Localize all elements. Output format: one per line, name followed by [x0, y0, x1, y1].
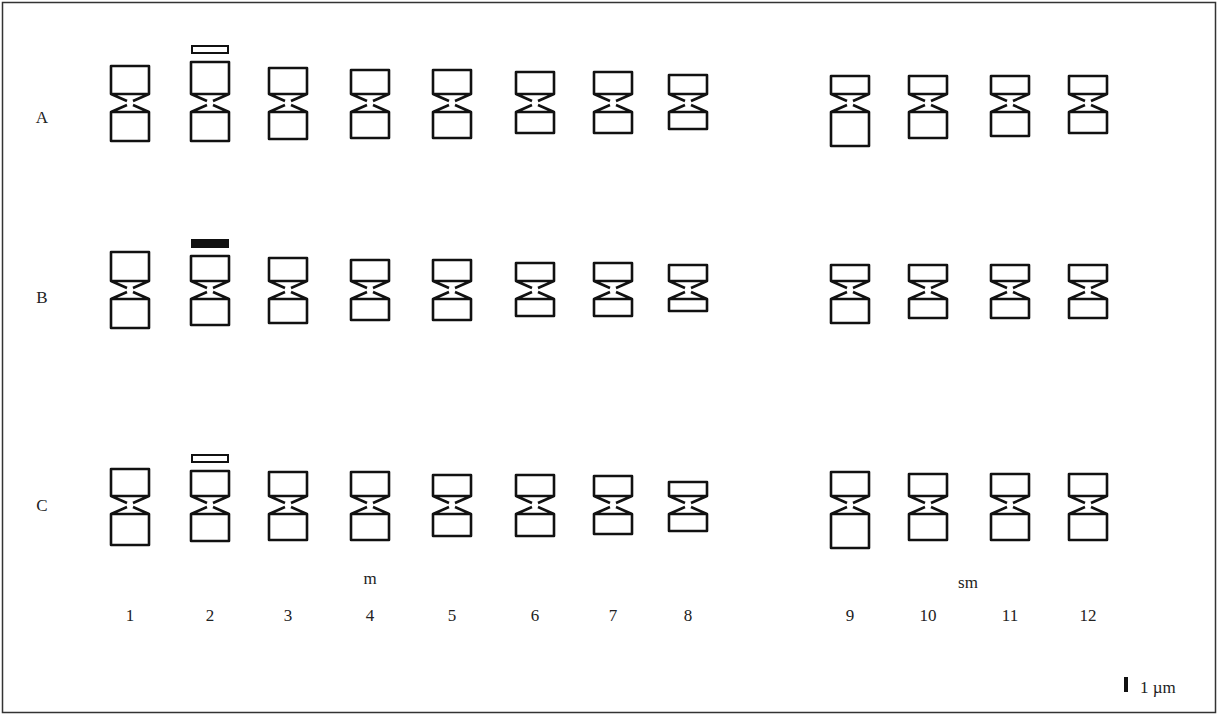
chromosome — [269, 68, 307, 139]
chromosome-number: 7 — [609, 607, 618, 624]
chromosome — [351, 70, 389, 138]
chromosome — [111, 469, 149, 545]
chromosome-number: 12 — [1080, 607, 1097, 624]
chromosome — [111, 66, 149, 141]
chromosome — [433, 475, 471, 536]
chromosome — [991, 474, 1029, 540]
chromosome-set — [111, 46, 1107, 548]
chromosome — [269, 258, 307, 323]
row-label: B — [36, 289, 47, 306]
chromosome — [191, 62, 229, 141]
chromosome-number: 3 — [284, 607, 293, 624]
satellite — [192, 455, 228, 462]
chromosome — [669, 482, 707, 531]
chromosome — [909, 76, 947, 138]
chromosome-number: 2 — [206, 607, 215, 624]
chromosome-number: 4 — [366, 607, 375, 624]
chromosome — [909, 265, 947, 318]
satellite — [192, 46, 228, 53]
chromosome — [433, 70, 471, 138]
chromosome — [516, 475, 554, 536]
chromosome-number: 9 — [846, 607, 855, 624]
chromosome — [991, 265, 1029, 318]
chromosome — [516, 263, 554, 316]
chromosome — [669, 265, 707, 311]
row-label: A — [36, 109, 48, 126]
row-label: C — [36, 497, 47, 514]
chromosome-number: 10 — [920, 607, 937, 624]
chromosome — [909, 474, 947, 540]
chromosome — [269, 472, 307, 540]
chromosome — [1069, 76, 1107, 133]
chromosome — [1069, 265, 1107, 318]
chromosome — [351, 472, 389, 540]
chromosome — [594, 263, 632, 316]
chromosome — [831, 76, 869, 146]
scale-label: 1 µm — [1140, 679, 1176, 696]
chromosome — [669, 75, 707, 129]
chromosome — [831, 265, 869, 323]
chromosome-number: 6 — [531, 607, 540, 624]
group-label: m — [363, 570, 376, 587]
chromosome — [594, 476, 632, 534]
chromosome — [351, 260, 389, 320]
chromosome-number: 11 — [1002, 607, 1018, 624]
chromosome — [1069, 474, 1107, 540]
chromosome — [191, 256, 229, 325]
chromosome-number: 1 — [126, 607, 135, 624]
chromosome — [191, 471, 229, 541]
chromosome — [991, 76, 1029, 136]
scale-bar — [1124, 677, 1128, 692]
satellite — [192, 240, 228, 247]
chromosome-number: 8 — [684, 607, 693, 624]
frame-border — [3, 3, 1216, 713]
chromosome — [516, 72, 554, 133]
chromosome-number: 5 — [448, 607, 457, 624]
chromosome — [594, 72, 632, 133]
chromosome — [433, 260, 471, 320]
group-label: sm — [958, 574, 978, 591]
chromosome — [111, 252, 149, 328]
chromosome — [831, 472, 869, 548]
